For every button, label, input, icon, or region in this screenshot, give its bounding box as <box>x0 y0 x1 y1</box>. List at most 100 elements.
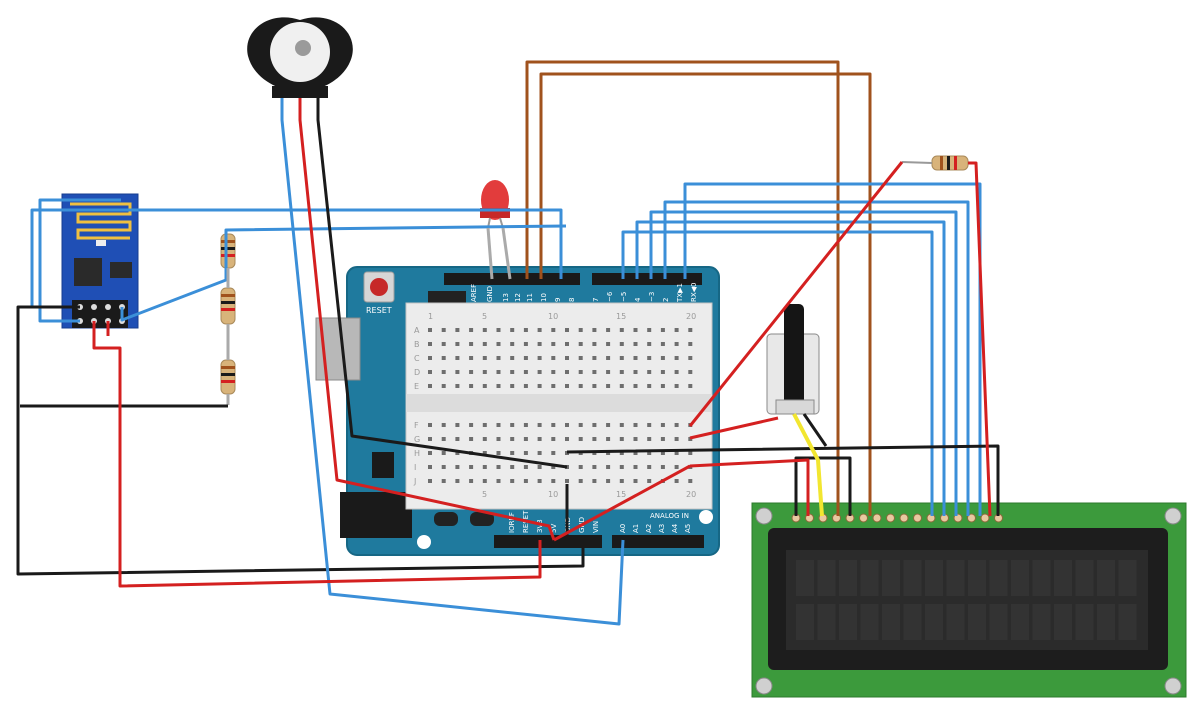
pin-label: 3V3 <box>536 519 544 533</box>
potentiometer-shaft <box>784 304 804 408</box>
lcd-cell <box>839 560 857 596</box>
breadboard-hole <box>523 356 528 360</box>
breadboard-hole <box>510 384 515 388</box>
lcd-cell <box>989 560 1008 596</box>
breadboard-hole <box>674 437 679 441</box>
breadboard-hole <box>606 465 611 469</box>
breadboard-hole <box>592 479 597 483</box>
breadboard-hole <box>647 356 652 360</box>
lcd-cell <box>1032 560 1051 596</box>
pin-label: 7 <box>592 298 600 302</box>
breadboard-hole <box>674 451 679 455</box>
pin-label: GND <box>486 286 494 302</box>
wire-red <box>689 458 810 516</box>
breadboard-hole <box>565 384 569 388</box>
breadboard-hole <box>523 451 528 455</box>
screw-hole <box>755 677 773 695</box>
breadboard-hole <box>537 356 542 360</box>
pin-label: TX▶1 <box>676 283 684 303</box>
breadboard-hole <box>619 370 624 374</box>
lcd-cell <box>1118 560 1137 596</box>
breadboard-hole <box>441 451 446 455</box>
breadboard-hole <box>523 465 528 469</box>
breadboard-hole <box>619 465 624 469</box>
breadboard-hole <box>482 384 487 388</box>
breadboard-hole <box>647 451 652 455</box>
breadboard-hole <box>469 384 474 388</box>
breadboard-hole <box>688 342 693 346</box>
breadboard-hole <box>441 370 446 374</box>
breadboard-hole <box>565 437 569 441</box>
breadboard-hole <box>455 370 460 374</box>
breadboard-hole <box>633 465 638 469</box>
breadboard-hole <box>592 465 597 469</box>
breadboard-hole <box>537 437 542 441</box>
flash-chip <box>110 262 132 278</box>
breadboard-hole <box>469 356 474 360</box>
breadboard-hole <box>578 328 583 332</box>
breadboard-hole <box>565 370 569 374</box>
breadboard-hole <box>537 479 542 483</box>
lcd-pin <box>899 513 909 523</box>
breadboard-hole <box>469 437 474 441</box>
breadboard-hole <box>523 384 528 388</box>
breadboard-hole <box>482 465 487 469</box>
reset-button[interactable] <box>363 271 395 303</box>
analog-header <box>612 535 704 548</box>
pulse-sensor-center <box>295 40 311 56</box>
breadboard-hole <box>660 342 665 346</box>
lcd-cell <box>882 604 900 640</box>
esp-led <box>96 240 106 246</box>
breadboard-hole <box>592 342 597 346</box>
lcd-cell <box>882 560 900 596</box>
breadboard-hole <box>578 342 583 346</box>
lcd-cell <box>817 560 836 596</box>
pin-label: ~6 <box>606 291 614 302</box>
breadboard-hole <box>619 451 624 455</box>
breadboard-hole <box>469 465 474 469</box>
wire-brown <box>539 72 872 516</box>
breadboard-hole <box>688 384 693 388</box>
wire-blue <box>621 230 934 516</box>
breadboard-hole <box>551 479 556 483</box>
row-letter: J <box>413 477 416 486</box>
esp-chip <box>74 258 102 286</box>
breadboard-hole <box>537 342 542 346</box>
breadboard-hole <box>688 451 693 455</box>
breadboard-hole <box>606 356 611 360</box>
breadboard-hole <box>469 342 474 346</box>
breadboard-hole <box>455 356 460 360</box>
lcd-cell <box>903 560 922 596</box>
breadboard-hole <box>619 328 624 332</box>
breadboard-holes <box>428 328 693 483</box>
breadboard-hole <box>660 384 665 388</box>
pin-label: 12 <box>514 293 522 302</box>
pin-label: RX◀0 <box>690 283 698 303</box>
breadboard-hole <box>551 370 556 374</box>
wire-blue <box>649 210 958 516</box>
lcd-cell <box>925 560 943 596</box>
pin-label: 8 <box>568 298 576 302</box>
pin-label: VIN <box>592 521 600 533</box>
lcd-pin <box>859 513 868 523</box>
pin-label: A4 <box>671 523 679 533</box>
breadboard-hole <box>606 437 611 441</box>
breadboard-hole <box>592 370 597 374</box>
breadboard-hole <box>496 423 501 427</box>
wire-black <box>316 98 568 469</box>
row-letter: I <box>414 463 416 472</box>
lcd-cell <box>817 604 836 640</box>
column-number: 10 <box>548 490 558 499</box>
breadboard-hole <box>482 437 487 441</box>
breadboard-hole <box>523 423 528 427</box>
breadboard-hole <box>647 479 652 483</box>
breadboard-hole <box>551 384 556 388</box>
row-letter: C <box>414 354 420 363</box>
digital-pin-labels-left: AREF GND 13 12 11 10 9 8 <box>470 284 576 302</box>
breadboard-hole <box>565 356 569 360</box>
wire-black <box>802 413 828 447</box>
breadboard-hole <box>633 356 638 360</box>
wire-black <box>16 305 585 576</box>
breadboard-hole <box>455 479 460 483</box>
breadboard-hole <box>647 384 652 388</box>
